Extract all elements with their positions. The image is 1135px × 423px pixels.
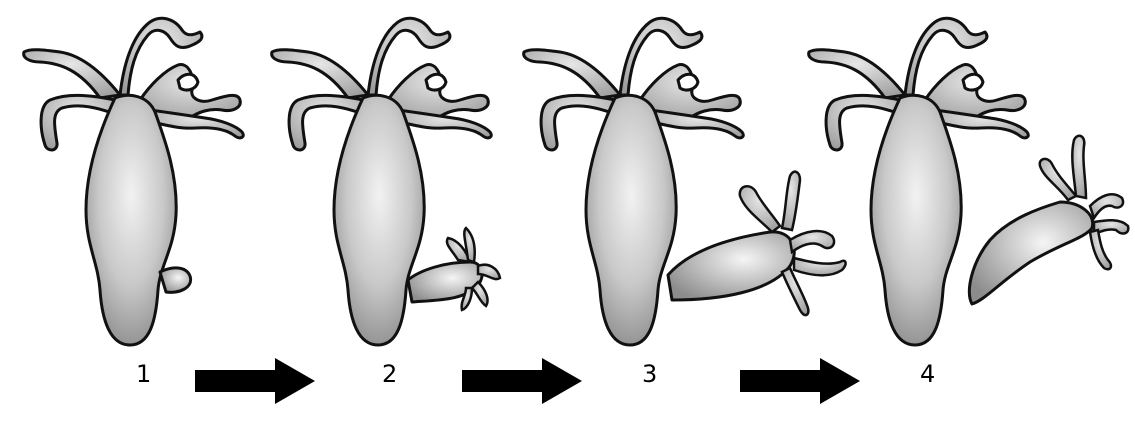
hydra-stage-3: [524, 18, 846, 345]
hydra-stage-2: [272, 18, 500, 345]
right-arrow-icon: [740, 358, 860, 404]
step-number-4: 4: [920, 362, 935, 386]
bud-stage-2: [408, 228, 500, 310]
right-arrow-icon: [462, 358, 582, 404]
detached-bud-stage-4: [969, 136, 1128, 304]
bud-stage-3: [668, 172, 846, 315]
hydra-stage-1: [24, 18, 244, 345]
bud-stage-1: [160, 268, 191, 292]
step-number-2: 2: [382, 362, 397, 386]
hydra-stage-4: [809, 18, 1129, 345]
step-number-1: 1: [136, 362, 151, 386]
right-arrow-icon: [195, 358, 315, 404]
step-number-3: 3: [642, 362, 657, 386]
